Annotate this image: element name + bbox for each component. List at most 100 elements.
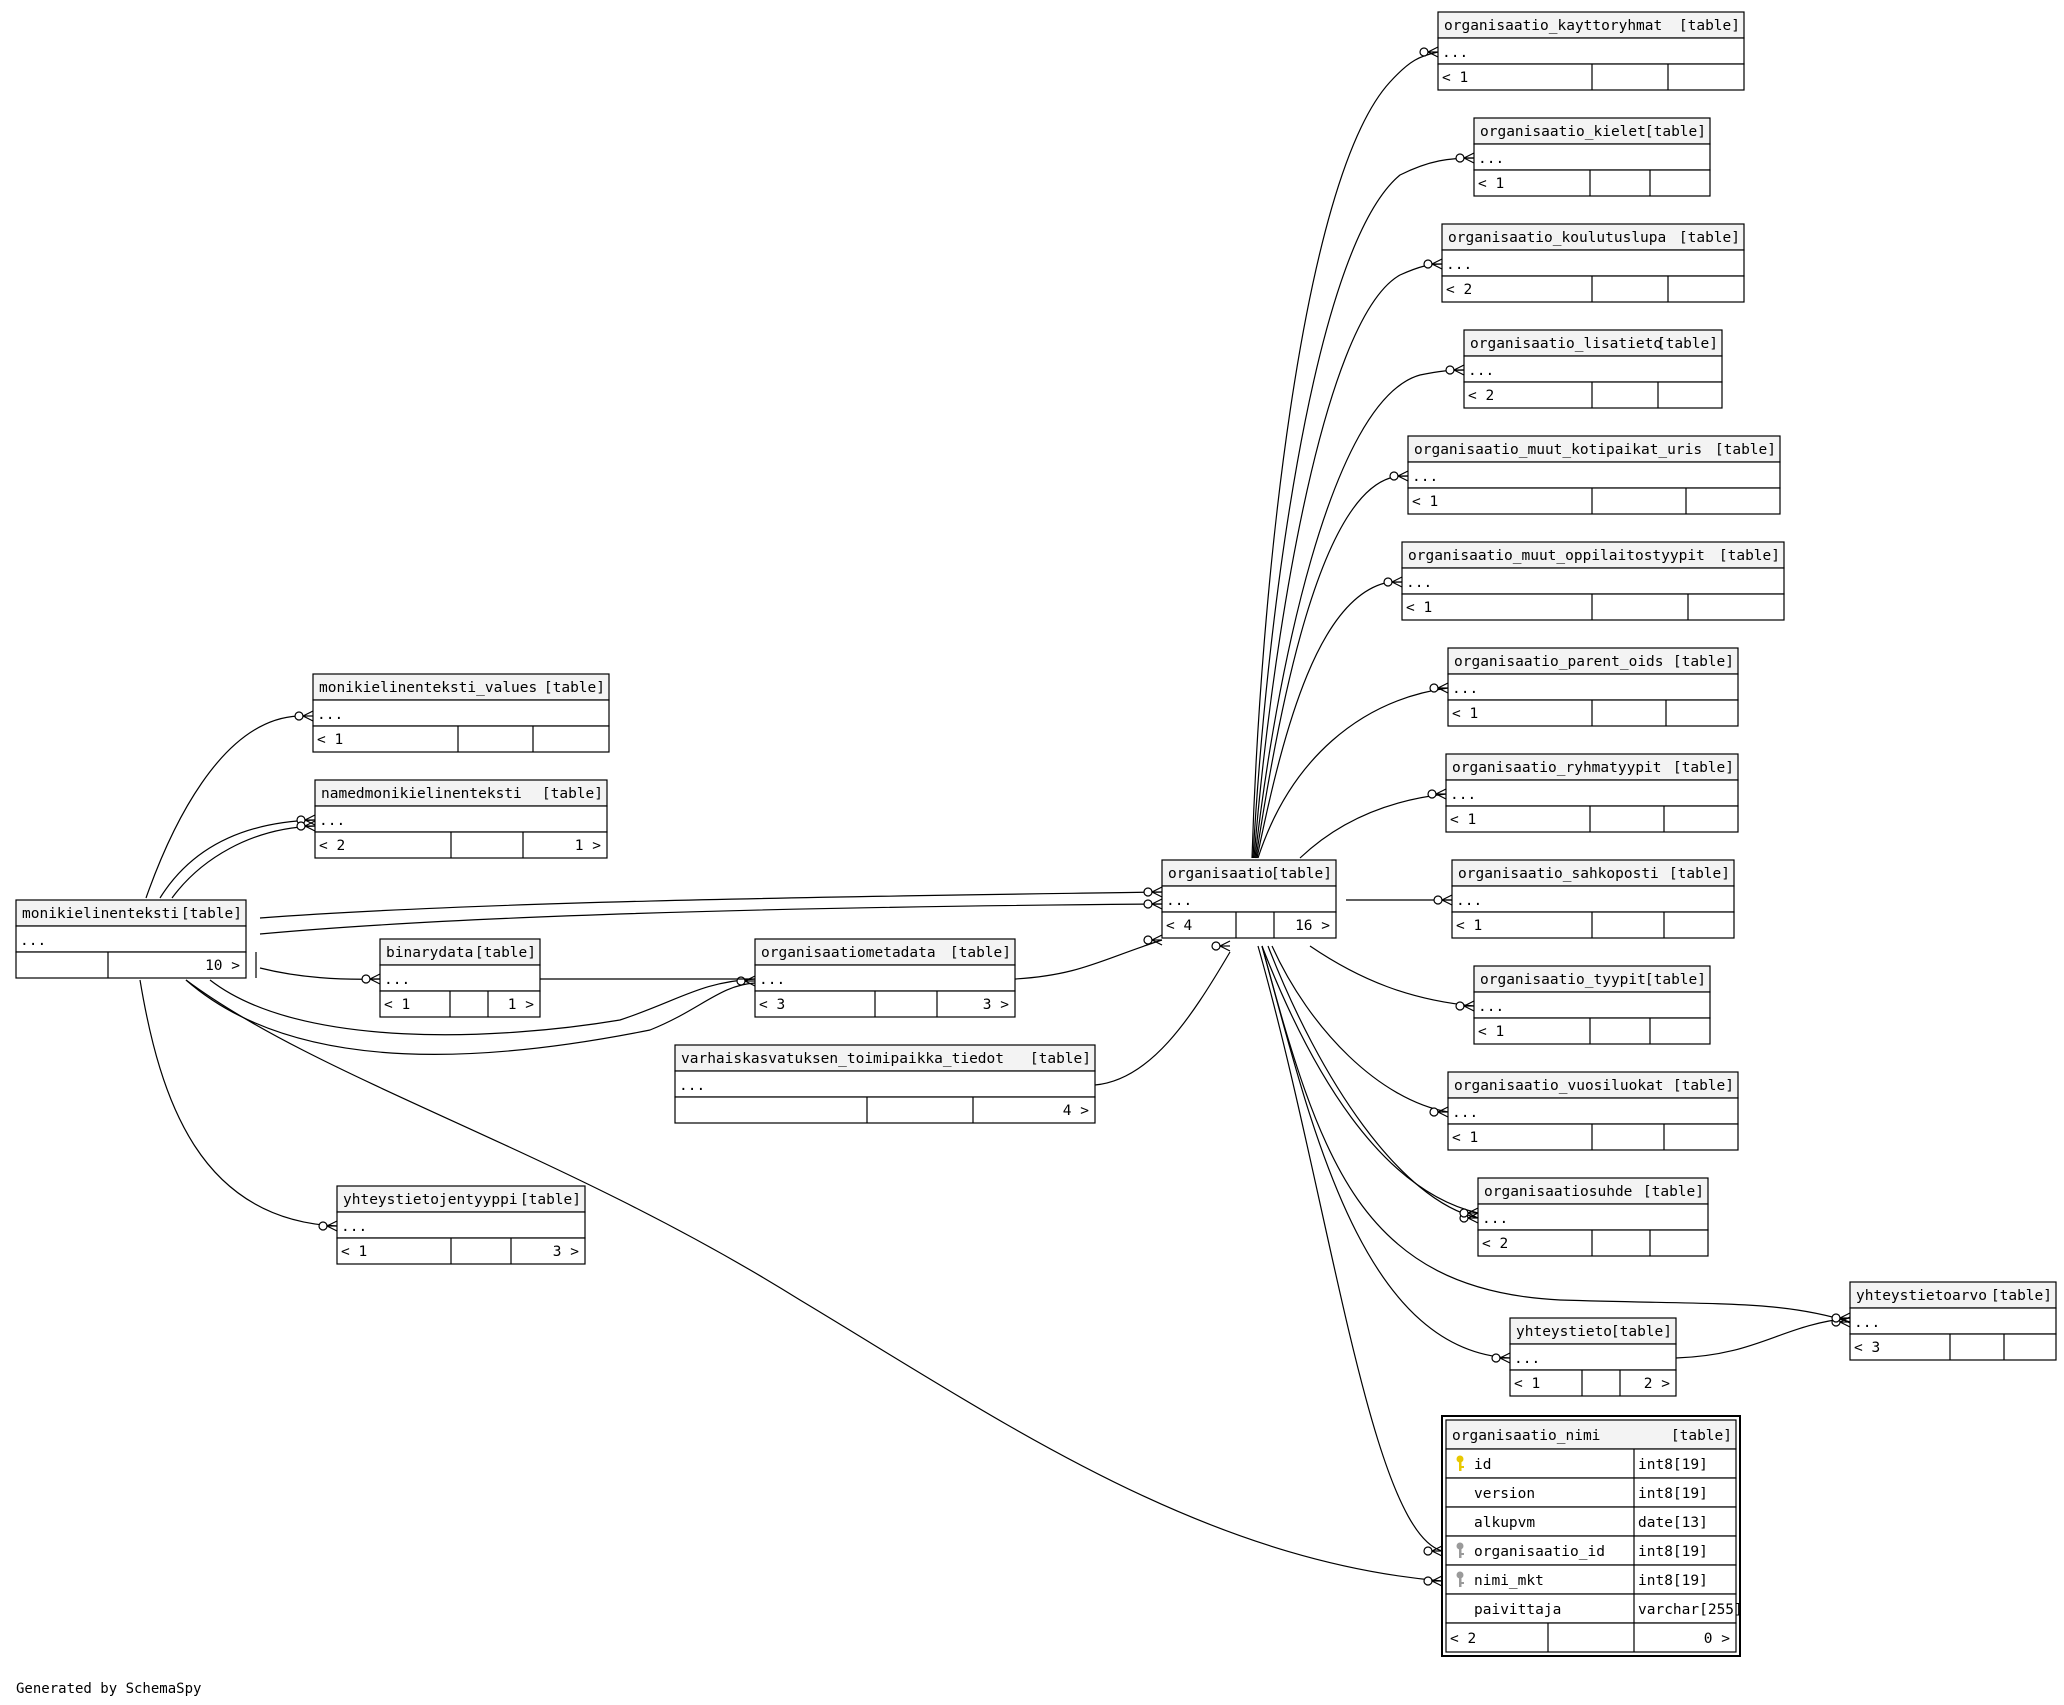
column-row-bg [1445, 1564, 1737, 1595]
child-count[interactable]: 2 > [1644, 1376, 1670, 1392]
collapsed-columns: ... [20, 933, 46, 949]
table-organisaatio-muut-kotipaikat-uris[interactable]: organisaatio_muut_kotipaikat_uris[table]… [1407, 435, 1781, 515]
relationship-line [1261, 945, 1511, 1359]
table-body-row [1401, 567, 1785, 595]
table-organisaatio-lisatieto[interactable]: organisaatio_lisatieto[table]...< 2 [1463, 329, 1723, 409]
table-body-row [1447, 673, 1739, 701]
parent-count[interactable]: < 1 [1478, 1024, 1504, 1040]
table-footer-row [312, 725, 610, 753]
table-monikielinenteksti[interactable]: monikielinenteksti[table]...10 > [15, 899, 257, 979]
parent-count[interactable]: < 3 [1854, 1340, 1880, 1356]
table-body-row [754, 964, 1016, 992]
table-name: organisaatiometadata [761, 945, 936, 961]
parent-count[interactable]: < 1 [1442, 70, 1468, 86]
table-name: monikielinenteksti_values [319, 680, 537, 696]
table-organisaatio-tyypit[interactable]: organisaatio_tyypit[table]...< 1 [1473, 965, 1711, 1045]
parent-count[interactable]: < 1 [1412, 494, 1438, 510]
parent-count[interactable]: < 1 [1450, 812, 1476, 828]
table-type-tag: [table] [950, 945, 1011, 961]
parent-count[interactable]: < 2 [1468, 388, 1494, 404]
collapsed-columns: ... [1446, 257, 1472, 273]
table-organisaatio-kayttoryhmat[interactable]: organisaatio_kayttoryhmat[table]...< 1 [1437, 11, 1745, 91]
table-organisaatio-vuosiluokat[interactable]: organisaatio_vuosiluokat[table]...< 1 [1447, 1071, 1739, 1151]
table-monikielinenteksti-values[interactable]: monikielinenteksti_values[table]...< 1 [312, 673, 610, 753]
table-type-tag: [table] [1715, 442, 1776, 458]
parent-count[interactable]: < 2 [1450, 1631, 1476, 1647]
parent-count[interactable]: < 3 [759, 997, 785, 1013]
parent-count[interactable]: < 1 [317, 732, 343, 748]
column-row-bg [1445, 1593, 1737, 1624]
parent-count[interactable]: < 2 [319, 838, 345, 854]
relationship-line [159, 819, 316, 899]
collapsed-columns: ... [341, 1219, 367, 1235]
parent-count[interactable]: < 1 [341, 1244, 367, 1260]
parent-count[interactable]: < 1 [1514, 1376, 1540, 1392]
table-organisaatio-parent-oids[interactable]: organisaatio_parent_oids[table]...< 1 [1447, 647, 1739, 727]
child-count[interactable]: 1 > [508, 997, 534, 1013]
child-count[interactable]: 16 > [1295, 918, 1330, 934]
parent-count[interactable]: < 2 [1482, 1236, 1508, 1252]
child-count[interactable]: 0 > [1704, 1631, 1730, 1647]
table-organisaatio-koulutuslupa[interactable]: organisaatio_koulutuslupa[table]...< 2 [1441, 223, 1745, 303]
parent-count[interactable]: < 1 [1456, 918, 1482, 934]
child-count[interactable]: 3 > [983, 997, 1009, 1013]
table-organisaatio-muut-oppilaitostyypit[interactable]: organisaatio_muut_oppilaitostyypit[table… [1401, 541, 1785, 621]
table-organisaatiosuhde[interactable]: organisaatiosuhde[table]...< 2 [1477, 1177, 1709, 1257]
child-count[interactable]: 3 > [553, 1244, 579, 1260]
column-name: alkupvm [1474, 1515, 1535, 1531]
table-footer-row [15, 951, 247, 979]
table-body-row [1407, 461, 1781, 489]
parent-count[interactable]: < 4 [1166, 918, 1192, 934]
parent-count[interactable]: < 1 [384, 997, 410, 1013]
table-name: organisaatio_kayttoryhmat [1444, 18, 1662, 34]
relationship-line [1271, 945, 1449, 1113]
many-marker [1383, 576, 1403, 588]
relationship-line [1267, 945, 1479, 1219]
parent-count[interactable]: < 1 [1452, 1130, 1478, 1146]
column-row-bg [1445, 1448, 1737, 1479]
table-header [1477, 1177, 1709, 1205]
column-row-bg [1445, 1477, 1737, 1508]
column-name: nimi_mkt [1474, 1573, 1544, 1589]
child-count[interactable]: 4 > [1063, 1103, 1089, 1119]
table-footer-row [1447, 699, 1739, 727]
table-type-tag: [table] [1271, 866, 1332, 882]
column-type: int8[19] [1638, 1486, 1708, 1502]
table-footer-row [1445, 805, 1739, 833]
parent-count[interactable]: < 1 [1452, 706, 1478, 722]
table-varhaiskasvatuksen-toimipaikka-tiedot[interactable]: varhaiskasvatuksen_toimipaikka_tiedot[ta… [674, 1044, 1096, 1124]
table-organisaatio-sahkoposti[interactable]: organisaatio_sahkoposti[table]...< 1 [1451, 859, 1735, 939]
child-count[interactable]: 10 > [205, 958, 240, 974]
table-header [1445, 1419, 1737, 1450]
table-organisaatio-ryhmatyypit[interactable]: organisaatio_ryhmatyypit[table]...< 1 [1445, 753, 1739, 833]
table-yhteystietoarvo[interactable]: yhteystietoarvo[table]...< 3 [1849, 1281, 2057, 1361]
table-header [1407, 435, 1781, 463]
relationship-line [1299, 793, 1447, 859]
table-organisaatio-kielet[interactable]: organisaatio_kielet[table]...< 1 [1473, 117, 1711, 197]
parent-count[interactable]: < 2 [1446, 282, 1472, 298]
table-name: organisaatio_lisatieto [1470, 336, 1662, 352]
collapsed-columns: ... [1452, 681, 1478, 697]
many-marker [1143, 934, 1163, 946]
table-header [1447, 1071, 1739, 1099]
many-marker [296, 820, 316, 832]
child-count[interactable]: 1 > [575, 838, 601, 854]
many-marker [1211, 940, 1231, 952]
relationship-line [185, 979, 756, 1056]
parent-count[interactable]: < 1 [1406, 600, 1432, 616]
parent-count[interactable]: < 1 [1478, 176, 1504, 192]
